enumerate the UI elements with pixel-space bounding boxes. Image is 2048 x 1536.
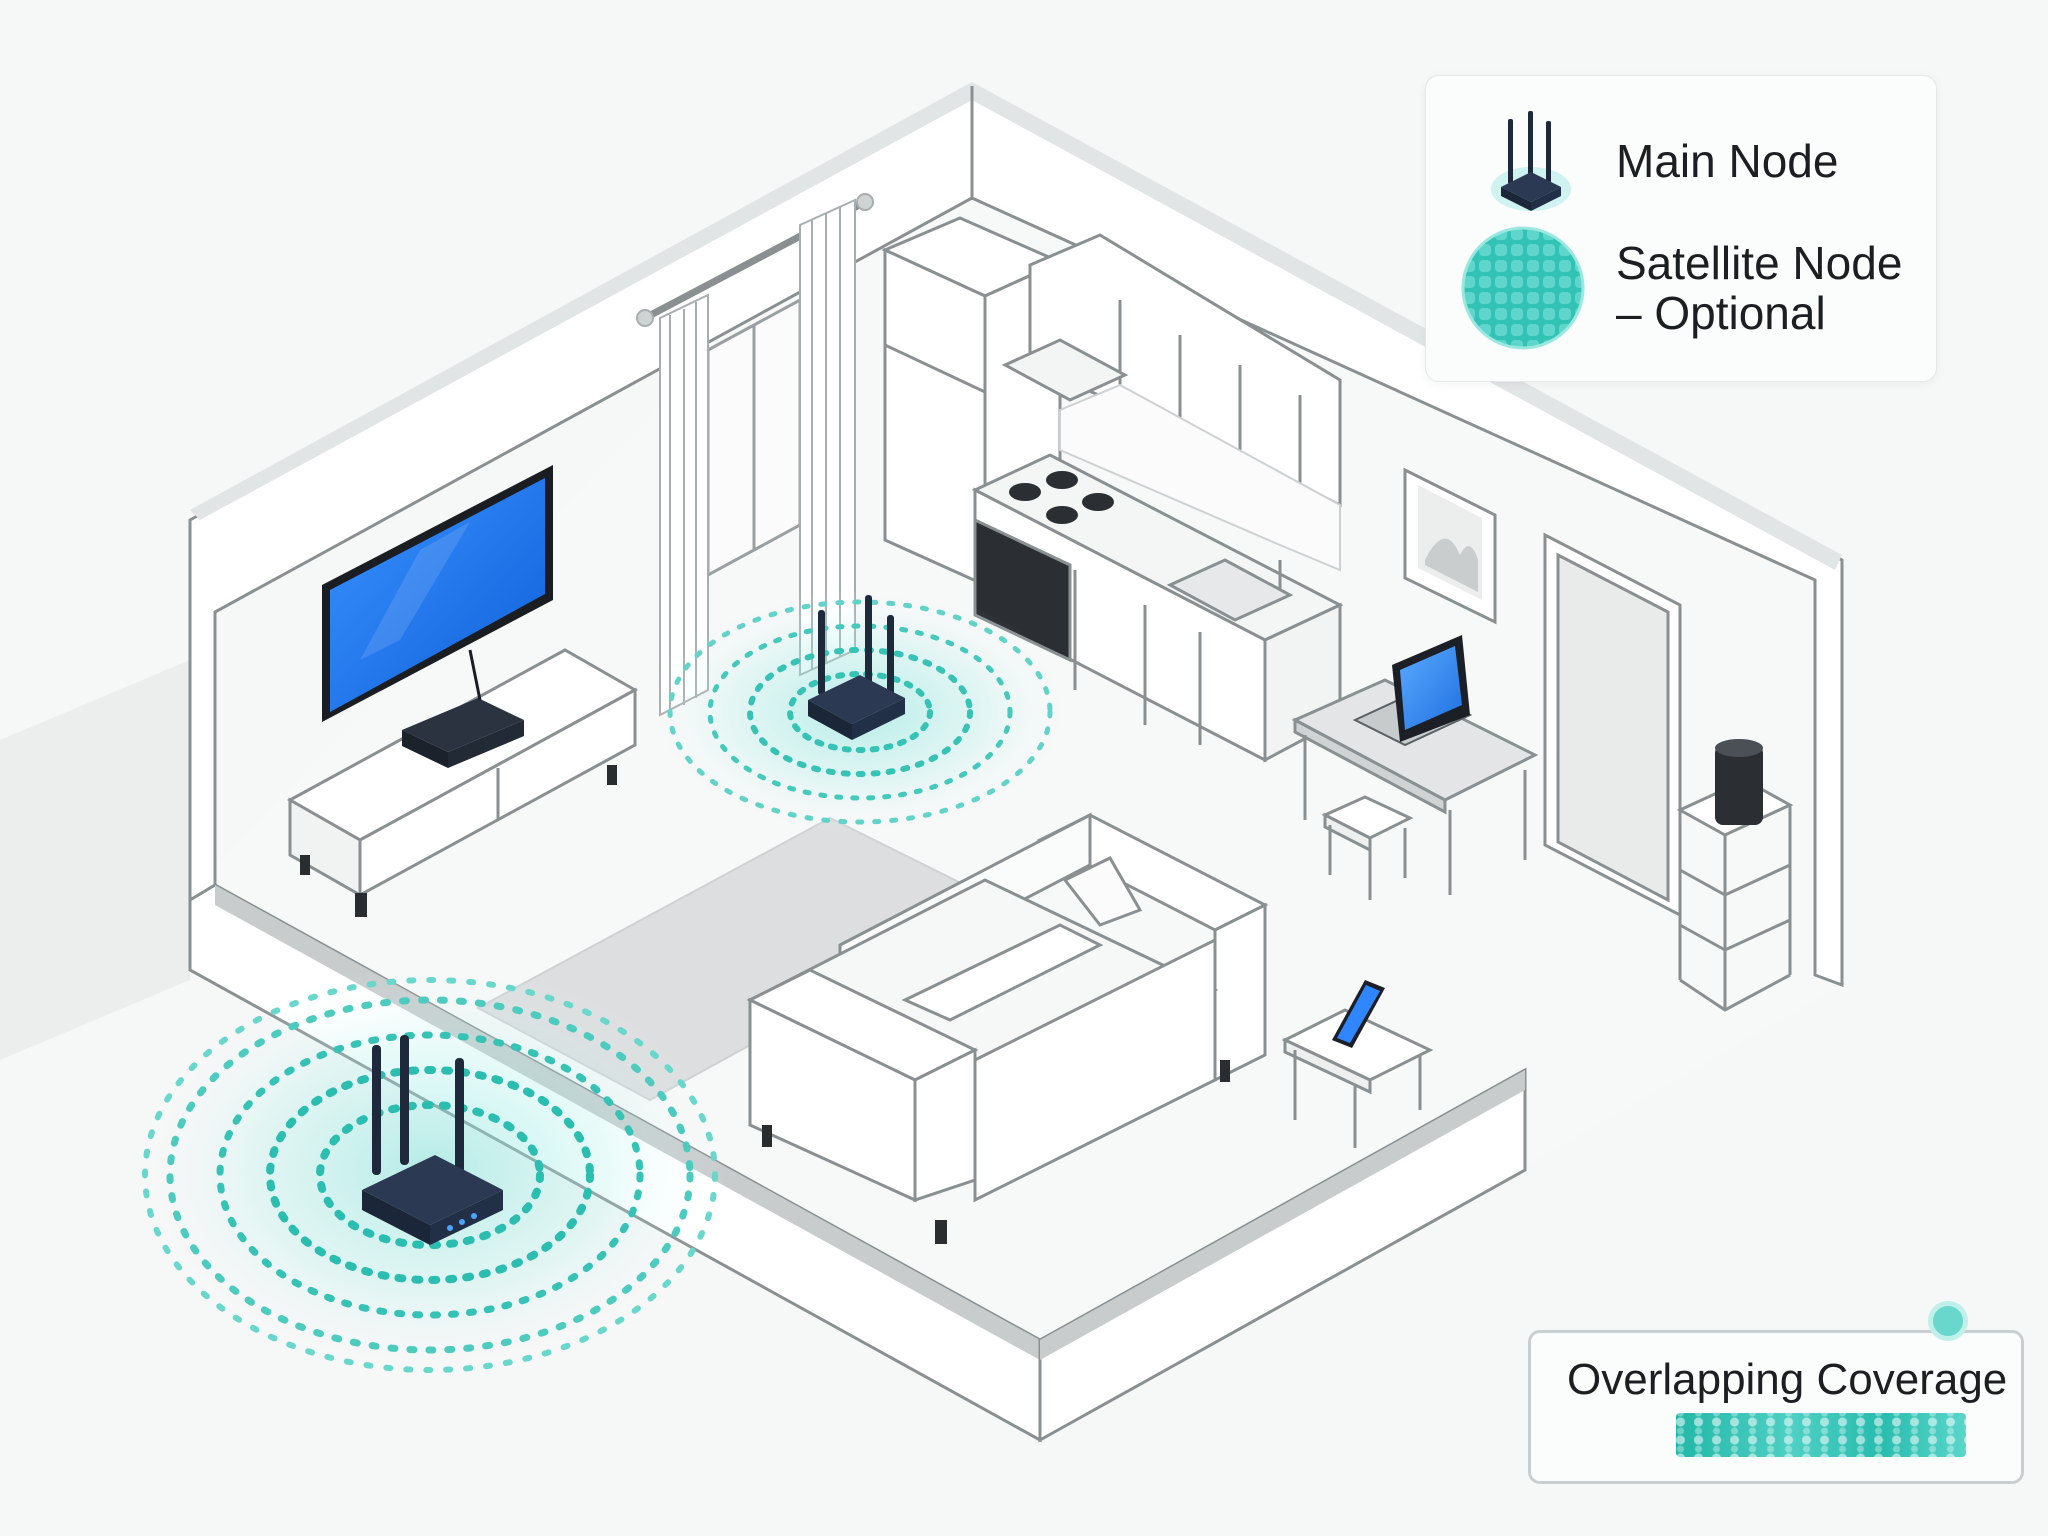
front-wall-right-top [1040,1070,1525,1360]
legend: Main Node Satellite Node – Optional [1425,75,1937,382]
tv [322,465,553,722]
legend-main-node-label: Main Node [1616,135,1839,187]
kitchen [881,216,1344,763]
main-node-router [808,595,905,740]
wall-top-left [190,82,972,520]
legend-satellite-node-label: Satellite Node – Optional [1616,237,1903,339]
legend-satellite-node: Satellite Node – Optional [1426,226,1936,366]
stool [1321,795,1414,900]
side-table [1281,1008,1434,1148]
satellite-node-router [362,1035,503,1245]
wall-top-right [972,82,1842,570]
smart-speaker [1715,739,1763,825]
door [1543,532,1682,918]
overlapping-coverage-label: Overlapping Coverage [1567,1355,2008,1404]
coverage-dot-icon [1928,1301,1968,1341]
wall-picture [1403,467,1497,625]
sofa [746,812,1269,1244]
overlapping-coverage-card: Overlapping Coverage [1528,1301,2024,1484]
phone [1332,980,1385,1048]
coverage-swatch-icon [1461,226,1586,351]
ground-shadow [0,660,190,1060]
legend-main-node: Main Node [1426,104,1936,214]
set-top-box [402,649,524,768]
laptop [1352,635,1473,747]
coverage-swatch-icon [1676,1413,1966,1457]
router-icon [1486,109,1576,219]
